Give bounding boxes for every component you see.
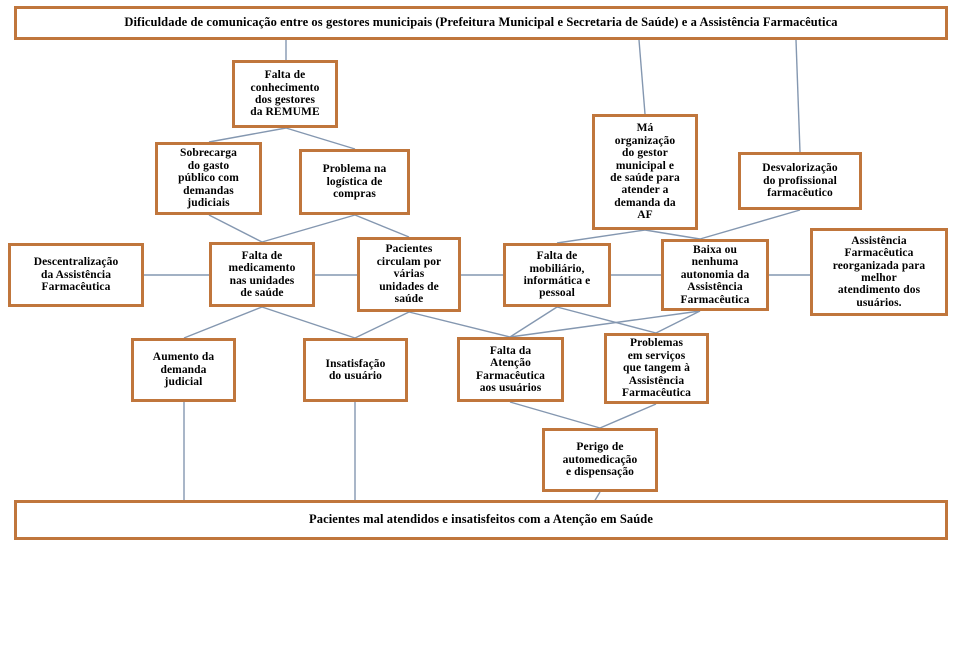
node-label-falta_atencao: Falta da Atenção Farmacêutica aos usuári… xyxy=(476,344,545,394)
node-perigo_automed[interactable]: Perigo de automedicação e dispensação xyxy=(542,428,658,492)
node-label-falta_conhec: Falta de conhecimento dos gestores da RE… xyxy=(250,69,320,119)
node-af_reorganizada[interactable]: Assistência Farmacêutica reorganizada pa… xyxy=(810,228,948,316)
edge-problema_log-to-pacientes_circulam xyxy=(354,214,410,238)
edge-falta_conhec-to-sobrecarga xyxy=(208,127,287,143)
edge-falta_atencao-to-perigo_automed xyxy=(509,401,601,429)
node-label-pacientes_circulam: Pacientes circulam por várias unidades d… xyxy=(376,243,442,306)
node-label-aumento_demanda: Aumento da demanda judicial xyxy=(152,351,215,389)
node-top_banner[interactable]: Dificuldade de comunicação entre os gest… xyxy=(14,6,948,40)
edge-falta_mobiliario-to-falta_atencao xyxy=(509,306,558,338)
node-label-descentralizacao: Descentralização da Assistência Farmacêu… xyxy=(33,256,119,294)
edge-ma_organizacao-to-baixa_autonomia xyxy=(644,229,701,240)
edge-desvalorizacao-to-baixa_autonomia xyxy=(699,209,801,240)
node-bottom_banner[interactable]: Pacientes mal atendidos e insatisfeitos … xyxy=(14,500,948,540)
edge-baixa_autonomia-to-problemas_serv xyxy=(655,310,701,334)
edge-pacientes_circulam-to-falta_atencao xyxy=(408,311,511,338)
node-label-insatisfacao: Insatisfação do usuário xyxy=(325,357,386,382)
edge-problemas_serv-to-perigo_automed xyxy=(599,403,657,429)
node-label-problema_log: Problema na logística de compras xyxy=(322,163,387,201)
edge-falta_conhec-to-problema_log xyxy=(285,127,356,150)
node-desvalorizacao[interactable]: Desvalorização do profissional farmacêut… xyxy=(738,152,862,210)
node-label-baixa_autonomia: Baixa ou nenhuma autonomia da Assistênci… xyxy=(680,243,750,306)
node-falta_medicamento[interactable]: Falta de medicamento nas unidades de saú… xyxy=(209,242,315,307)
edge-top_banner-to-ma_organizacao xyxy=(638,39,646,115)
node-problemas_serv[interactable]: Problemas em serviços que tangem à Assis… xyxy=(604,333,709,404)
edge-sobrecarga-to-falta_medicamento xyxy=(208,214,263,243)
node-sobrecarga[interactable]: Sobrecarga do gasto público com demandas… xyxy=(155,142,262,215)
edge-problema_log-to-falta_medicamento xyxy=(261,214,356,243)
node-label-perigo_automed: Perigo de automedicação e dispensação xyxy=(562,441,638,479)
node-label-desvalorizacao: Desvalorização do profissional farmacêut… xyxy=(762,162,838,200)
node-label-sobrecarga: Sobrecarga do gasto público com demandas… xyxy=(178,147,239,210)
edge-top_banner-to-desvalorizacao xyxy=(795,39,801,153)
node-label-ma_organizacao: Má organização do gestor municipal e de … xyxy=(610,122,680,222)
node-label-bottom_banner: Pacientes mal atendidos e insatisfeitos … xyxy=(308,512,654,527)
edge-falta_mobiliario-to-problemas_serv xyxy=(556,306,657,334)
node-label-af_reorganizada: Assistência Farmacêutica reorganizada pa… xyxy=(832,234,926,309)
node-falta_mobiliario[interactable]: Falta de mobiliário, informática e pesso… xyxy=(503,243,611,307)
node-label-top_banner: Dificuldade de comunicação entre os gest… xyxy=(124,15,838,30)
node-insatisfacao[interactable]: Insatisfação do usuário xyxy=(303,338,408,402)
node-descentralizacao[interactable]: Descentralização da Assistência Farmacêu… xyxy=(8,243,144,307)
edge-ma_organizacao-to-falta_mobiliario xyxy=(556,229,646,244)
node-pacientes_circulam[interactable]: Pacientes circulam por várias unidades d… xyxy=(357,237,461,312)
node-label-problemas_serv: Problemas em serviços que tangem à Assis… xyxy=(622,337,691,400)
node-ma_organizacao[interactable]: Má organização do gestor municipal e de … xyxy=(592,114,698,230)
node-falta_conhec[interactable]: Falta de conhecimento dos gestores da RE… xyxy=(232,60,338,128)
node-label-falta_medicamento: Falta de medicamento nas unidades de saú… xyxy=(228,249,296,299)
node-baixa_autonomia[interactable]: Baixa ou nenhuma autonomia da Assistênci… xyxy=(661,239,769,311)
node-falta_atencao[interactable]: Falta da Atenção Farmacêutica aos usuári… xyxy=(457,337,564,402)
node-label-falta_mobiliario: Falta de mobiliário, informática e pesso… xyxy=(523,250,591,300)
edge-falta_medicamento-to-aumento_demanda xyxy=(183,306,263,339)
node-problema_log[interactable]: Problema na logística de compras xyxy=(299,149,410,215)
node-aumento_demanda[interactable]: Aumento da demanda judicial xyxy=(131,338,236,402)
edge-falta_medicamento-to-insatisfacao xyxy=(261,306,356,339)
edge-pacientes_circulam-to-insatisfacao xyxy=(354,311,410,339)
